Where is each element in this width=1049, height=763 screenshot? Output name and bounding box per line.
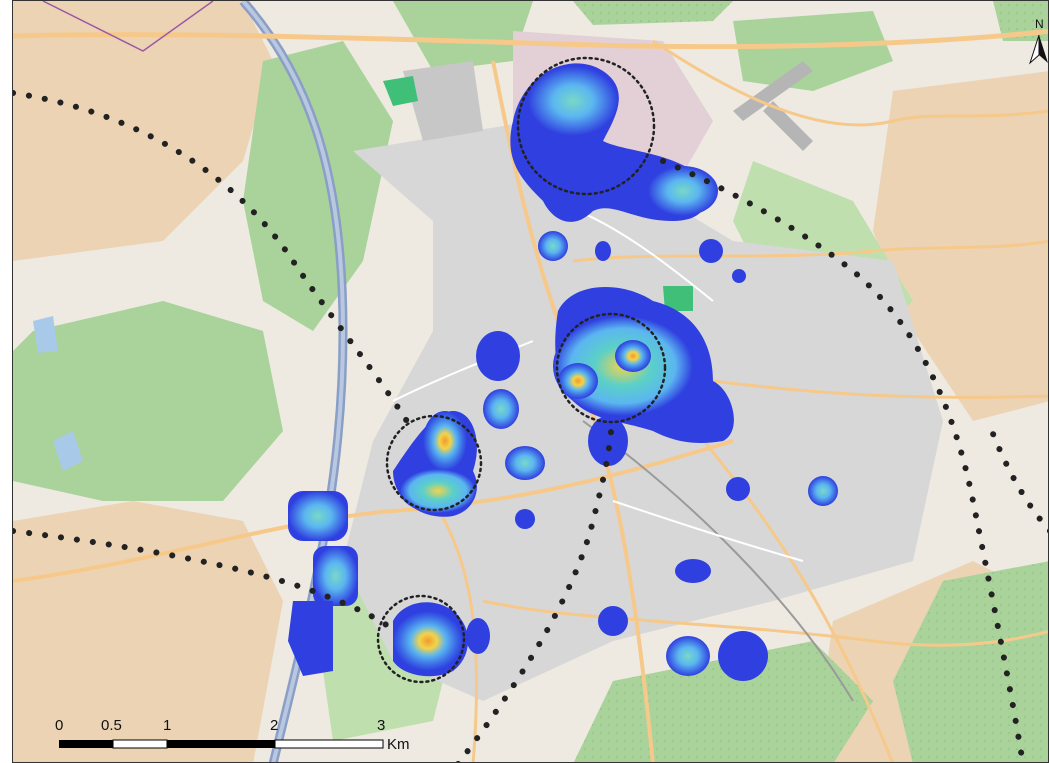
map-view[interactable]: 0 0.5 1 2 3 Km N <box>12 0 1049 763</box>
scale-label-3: 3 <box>377 717 386 734</box>
scale-unit-label: Km <box>387 736 410 753</box>
study-area-circles <box>376 56 667 684</box>
route-lines <box>13 90 1048 762</box>
heatmap-map[interactable] <box>13 1 1049 763</box>
scale-label-0-5: 0.5 <box>101 717 122 734</box>
north-arrow-icon <box>1029 35 1048 65</box>
scale-label-2: 2 <box>270 717 279 734</box>
scale-label-1: 1 <box>163 717 172 734</box>
heatmap-layer <box>288 63 838 681</box>
scale-label-0: 0 <box>55 717 64 734</box>
scale-bar-graphic <box>59 739 384 749</box>
north-label: N <box>1035 17 1044 31</box>
